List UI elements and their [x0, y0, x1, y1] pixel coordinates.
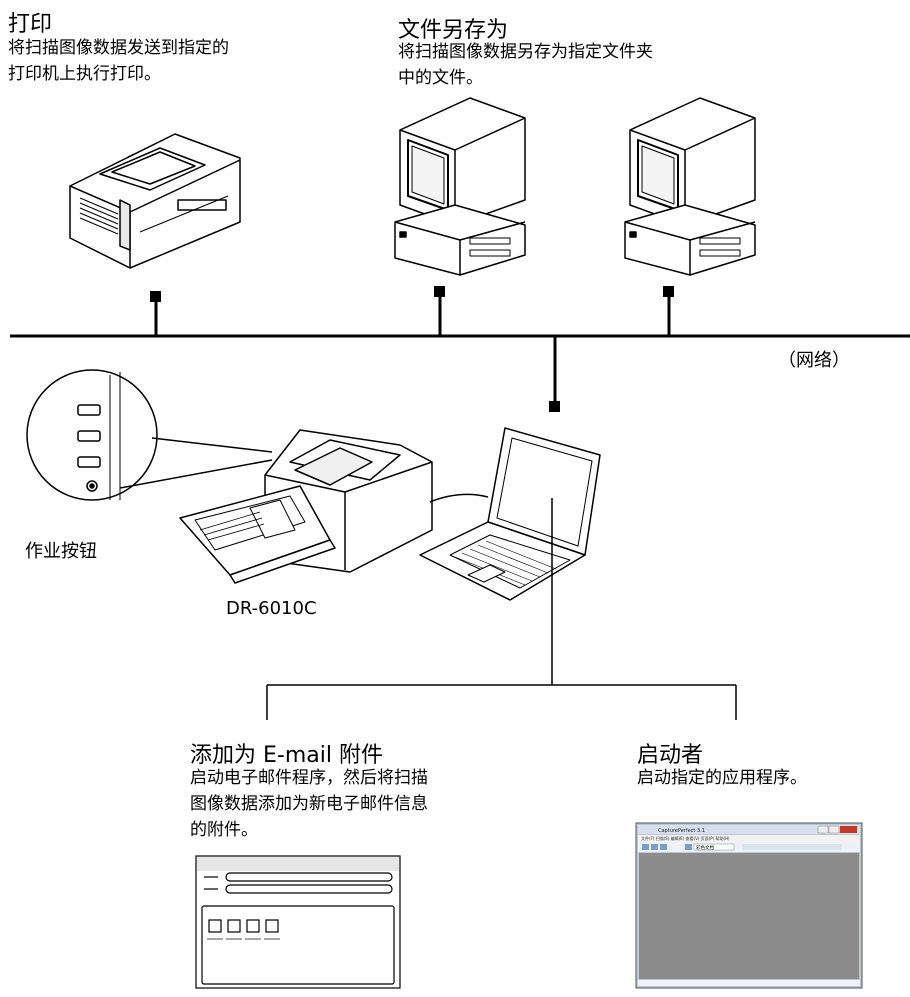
email-title: 添加为 E-mail 附件 [190, 743, 383, 768]
network-label: （网络） [778, 350, 850, 371]
scanner-model-label: DR-6010C [226, 598, 317, 619]
app-window-icon [635, 822, 863, 989]
desktop-computer-icon [394, 97, 526, 276]
job-button-label: 作业按钮 [25, 541, 97, 562]
save-desc-line2: 中的文件。 [398, 68, 483, 88]
launch-desc-line1: 启动指定的应用程序。 [637, 768, 807, 788]
network-connectors [150, 286, 674, 412]
launch-title: 启动者 [637, 743, 704, 768]
network-drops [154, 290, 671, 404]
printer-icon [69, 133, 241, 269]
desktop-computer-icon-2 [624, 97, 756, 276]
print-desc-line1: 将扫描图像数据发送到指定的 [8, 38, 229, 58]
app-window-title: CapturePerfect 3.1 [658, 828, 705, 834]
email-desc-line3: 的附件。 [190, 820, 258, 840]
app-window-combo: 彩色文档 [696, 844, 714, 851]
app-window-menu: 文件(F) 扫描(S) 编辑(E) 查看(V) 页面(P) 帮助(H) [641, 835, 730, 841]
print-title: 打印 [8, 12, 53, 37]
print-desc-line2: 打印机上执行打印。 [8, 64, 161, 84]
email-desc-line1: 启动电子邮件程序，然后将扫描 [190, 768, 428, 788]
save-title: 文件另存为 [398, 18, 509, 43]
save-desc-line1: 将扫描图像数据另存为指定文件夹 [398, 42, 653, 62]
email-window-icon [195, 855, 401, 989]
job-button-callout [26, 369, 273, 501]
email-desc-line2: 图像数据添加为新电子邮件信息 [190, 794, 428, 814]
scanner-icon [179, 429, 433, 584]
laptop-icon [419, 427, 601, 601]
